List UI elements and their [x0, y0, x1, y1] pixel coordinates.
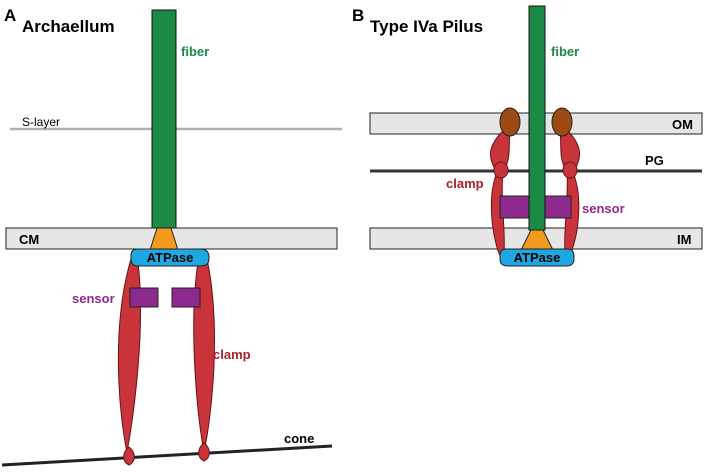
atpase-label-b: ATPase [514, 250, 561, 265]
panel-a-title: Archaellum [22, 17, 115, 36]
fiber-label-b: fiber [551, 44, 579, 59]
clamp-node-left-b [493, 161, 509, 179]
atpase-label-a: ATPase [147, 250, 194, 265]
s-layer-label: S-layer [22, 115, 60, 129]
pilus-fiber [528, 5, 546, 231]
clamp-label-a: clamp [213, 347, 251, 362]
sensor-left-a [129, 287, 159, 308]
sensor-right-a [171, 287, 201, 308]
cone-line [1, 444, 333, 467]
im-label: IM [677, 232, 691, 247]
om-protein-left [499, 107, 521, 137]
cm-label: CM [19, 232, 39, 247]
panel-a-letter: A [4, 6, 16, 25]
panel-b: B Type IVa Pilus OM PG IM sensor fiber A… [352, 5, 703, 267]
om-label: OM [672, 117, 693, 132]
om-protein-right [551, 107, 573, 137]
clamp-foot-left-a [123, 446, 135, 466]
sensor-label-a: sensor [72, 291, 115, 306]
panel-b-title: Type IVa Pilus [370, 17, 483, 36]
atpase-b [499, 248, 575, 267]
clamp-node-right-b [562, 161, 578, 179]
panel-b-letter: B [352, 6, 364, 25]
cone-label: cone [284, 431, 314, 446]
panel-a: A Archaellum S-layer fiber CM ATPase sen… [1, 6, 342, 467]
clamp-label-b: clamp [446, 176, 484, 191]
pg-label: PG [645, 153, 664, 168]
atpase-a [130, 248, 210, 267]
sensor-label-b: sensor [582, 201, 625, 216]
fiber-label-a: fiber [181, 44, 209, 59]
archaellum-fiber [151, 9, 177, 229]
clamp-foot-right-a [198, 442, 210, 462]
